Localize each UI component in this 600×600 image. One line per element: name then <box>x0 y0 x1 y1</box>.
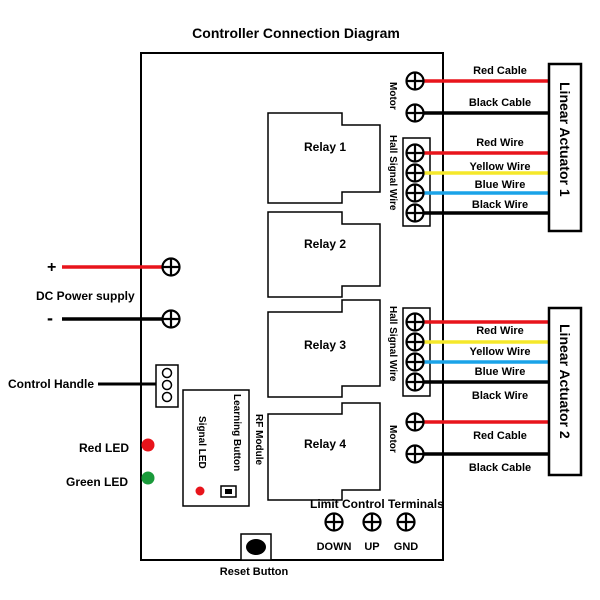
actuator-2-terminal-3 <box>405 352 425 372</box>
down-terminal <box>324 512 344 532</box>
diagram-title: Controller Connection Diagram <box>192 25 400 41</box>
actuator-1-terminal-6 <box>405 203 425 223</box>
down-label: DOWN <box>317 541 352 553</box>
relay-4-label: Relay 4 <box>304 437 346 451</box>
actuator-1-wire-label-1: Red Cable <box>473 65 527 77</box>
actuator-1-wire-label-5: Blue Wire <box>475 179 526 191</box>
linear-actuator-2: Linear Actuator 2 <box>547 306 583 477</box>
actuator-2-wire-label-6: Black Cable <box>469 462 531 474</box>
actuator-1-terminal-5 <box>405 183 425 203</box>
green-led <box>141 471 155 485</box>
motor-label-bottom: Motor <box>387 425 398 453</box>
gnd-label: GND <box>394 541 419 553</box>
rf-module: Learning Button Signal LED <box>182 389 250 507</box>
up-label: UP <box>364 541 379 553</box>
relay-2-label: Relay 2 <box>304 237 346 251</box>
limit-terminals-label: Limit Control Terminals <box>310 497 444 511</box>
dc-negative-terminal <box>161 309 181 329</box>
actuator-2-terminal-1 <box>405 312 425 332</box>
rf-module-label: RF Module <box>253 414 264 466</box>
relay-3: Relay 3 <box>267 299 381 398</box>
actuator-1-wire-label-6: Black Wire <box>472 199 528 211</box>
actuator-2-wire-label-1: Red Wire <box>476 325 524 337</box>
red-led <box>141 438 155 452</box>
dc-power-label: DC Power supply <box>36 289 135 303</box>
linear-actuator-1-label: Linear Actuator 1 <box>557 82 573 197</box>
dc-positive-terminal <box>161 257 181 277</box>
actuator-1-wire-label-3: Red Wire <box>476 137 524 149</box>
red-led-label: Red LED <box>79 441 129 455</box>
control-handle-label: Control Handle <box>8 377 94 391</box>
relay-1: Relay 1 <box>267 112 381 204</box>
actuator-2-wire-label-5: Red Cable <box>473 430 527 442</box>
relay-2: Relay 2 <box>267 211 381 298</box>
learning-button-cap <box>225 489 232 494</box>
actuator-2-wire-label-2: Yellow Wire <box>469 346 530 358</box>
actuator-1-terminal-2 <box>405 103 425 123</box>
linear-actuator-2-label: Linear Actuator 2 <box>557 324 573 439</box>
actuator-1-terminal-4 <box>405 163 425 183</box>
actuator-1-wire-label-2: Black Cable <box>469 97 531 109</box>
relay-3-label: Relay 3 <box>304 338 346 352</box>
green-led-label: Green LED <box>66 475 128 489</box>
actuator-1-terminal-1 <box>405 71 425 91</box>
reset-button-label: Reset Button <box>220 566 289 578</box>
actuator-2-terminal-6 <box>405 444 425 464</box>
actuator-1-wire-label-4: Yellow Wire <box>469 161 530 173</box>
signal-led <box>195 486 205 496</box>
actuator-2-terminal-2 <box>405 332 425 352</box>
actuator-2-terminal-5 <box>405 412 425 432</box>
linear-actuator-1: Linear Actuator 1 <box>547 62 583 233</box>
control-handle-connector <box>155 364 179 408</box>
signal-led-label: Signal LED <box>196 416 207 469</box>
learning-button-label: Learning Button <box>231 394 242 471</box>
actuator-2-wire-label-3: Blue Wire <box>475 366 526 378</box>
relay-4: Relay 4 <box>267 402 381 501</box>
actuator-1-terminal-3 <box>405 143 425 163</box>
minus-sign: - <box>47 308 53 328</box>
reset-button[interactable] <box>240 533 272 561</box>
hall-signal-label-bottom: Hall Signal Wire <box>387 306 398 382</box>
up-terminal <box>362 512 382 532</box>
plus-sign: + <box>47 259 56 276</box>
relay-1-label: Relay 1 <box>304 140 346 154</box>
actuator-2-wire-label-4: Black Wire <box>472 390 528 402</box>
motor-label-top: Motor <box>387 82 398 110</box>
hall-signal-label-top: Hall Signal Wire <box>387 135 398 211</box>
gnd-terminal <box>396 512 416 532</box>
actuator-2-terminal-4 <box>405 372 425 392</box>
